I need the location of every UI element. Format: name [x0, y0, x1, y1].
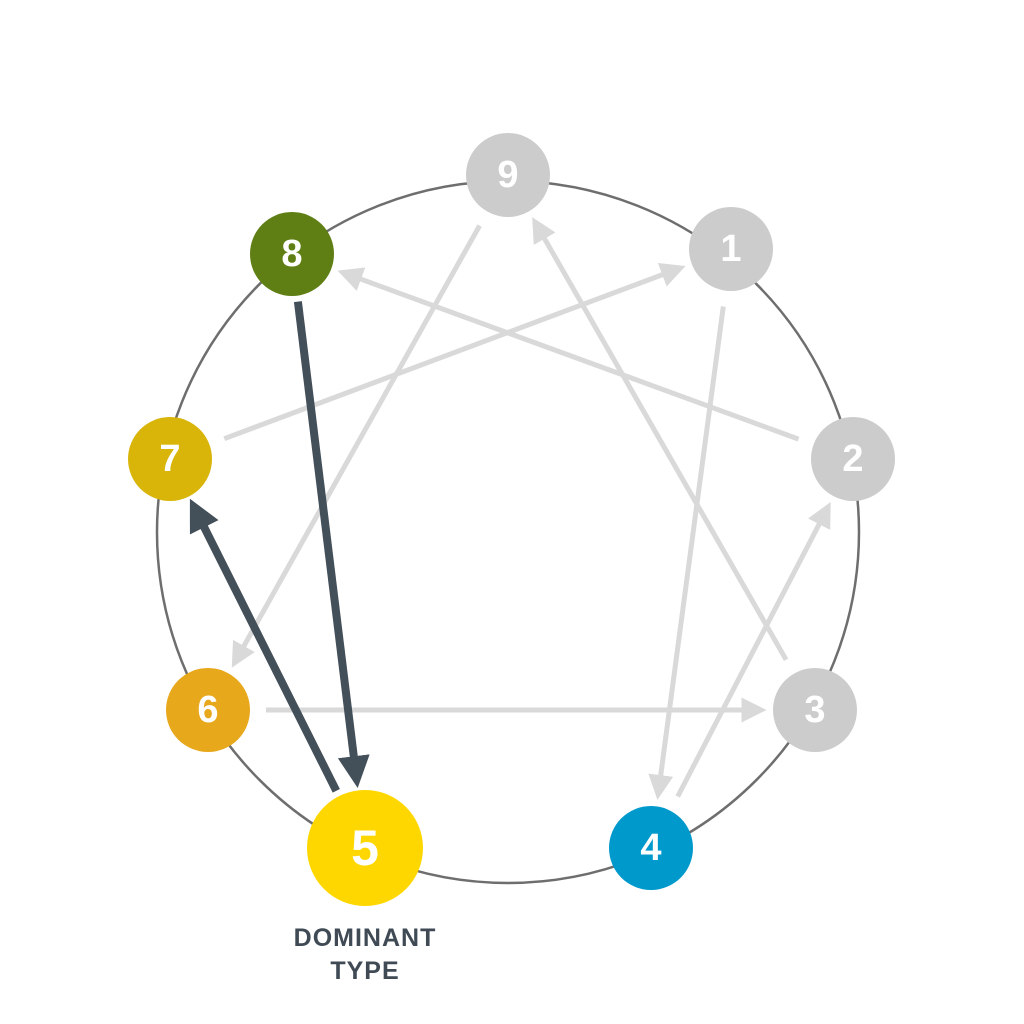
type-node-4-circle	[609, 806, 693, 890]
highlighted-arrows-layer	[189, 301, 370, 793]
arrow-5-to-7	[189, 498, 340, 793]
type-node-8: 8	[250, 212, 334, 296]
arrow-2-to-8	[337, 267, 800, 442]
type-node-6-label: 6	[197, 689, 218, 731]
arrow-7-to-1	[223, 263, 686, 442]
arrow-4-to-2	[675, 502, 831, 798]
type-node-1-label: 1	[720, 228, 741, 270]
type-node-1: 1	[689, 207, 773, 291]
type-node-6: 6	[166, 668, 250, 752]
type-node-7-label: 7	[159, 438, 180, 480]
type-node-4: 4	[609, 806, 693, 890]
type-node-5-label: 5	[351, 820, 379, 876]
type-node-3: 3	[773, 668, 857, 752]
type-node-5: 5	[307, 790, 423, 906]
type-node-9-label: 9	[497, 154, 518, 196]
type-node-2-label: 2	[842, 438, 863, 480]
type-node-3-label: 3	[804, 689, 825, 731]
caption-line-2: TYPE	[330, 957, 400, 985]
type-node-4-label: 4	[640, 827, 661, 869]
arrow-9-to-6	[231, 224, 482, 668]
arrow-8-to-5	[293, 301, 370, 789]
caption-line-1: DOMINANT	[293, 924, 437, 952]
type-node-2-circle	[811, 417, 895, 501]
type-node-8-circle	[250, 212, 334, 296]
type-node-2: 2	[811, 417, 895, 501]
arrow-1-to-4	[648, 306, 726, 800]
type-node-8-label: 8	[281, 233, 302, 275]
type-node-7: 7	[128, 417, 212, 501]
type-node-3-circle	[773, 668, 857, 752]
type-node-1-circle	[689, 207, 773, 291]
type-node-9: 9	[466, 133, 550, 217]
faded-arrows-layer	[223, 217, 831, 800]
type-node-6-circle	[166, 668, 250, 752]
arrow-3-to-9	[532, 217, 789, 661]
type-node-5-circle	[307, 790, 423, 906]
type-node-9-circle	[466, 133, 550, 217]
type-nodes-layer: 9 1 2 3 4 5 6 7 8	[128, 133, 895, 906]
type-node-7-circle	[128, 417, 212, 501]
enneagram-ring	[155, 179, 861, 885]
dominant-type-caption: DOMINANT TYPE	[240, 922, 490, 988]
